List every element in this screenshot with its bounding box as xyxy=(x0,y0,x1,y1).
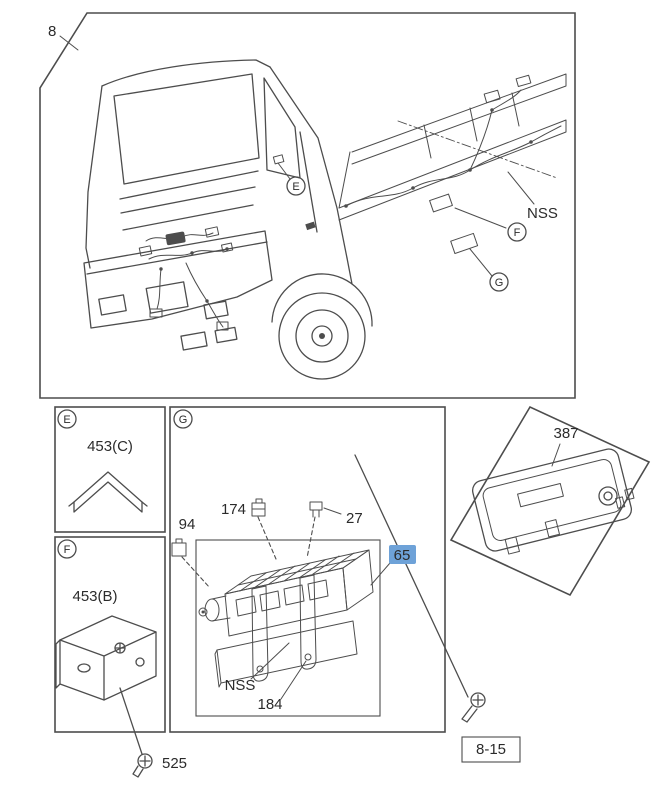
panel-borders xyxy=(39,12,651,733)
reference-8-15-label[interactable]: 8-15 xyxy=(476,741,506,758)
panel-f-callout: F xyxy=(64,544,71,556)
truck-callout-e: E xyxy=(292,181,299,193)
screw-525-icon xyxy=(132,753,153,778)
leader-lines-g xyxy=(250,562,391,700)
part-label-184[interactable]: 184 xyxy=(257,696,282,713)
relay-174-icon xyxy=(251,498,277,560)
clip-453c-illustration xyxy=(68,471,148,513)
part-label-65-highlighted[interactable]: 65 xyxy=(389,545,416,564)
part-label-65[interactable]: 65 xyxy=(394,547,411,564)
truck-illustration xyxy=(83,59,373,380)
part-label-525[interactable]: 525 xyxy=(162,755,187,772)
part-label-174[interactable]: 174 xyxy=(221,501,246,518)
nss-label-g: NSS xyxy=(225,677,256,694)
panel-e-callout: E xyxy=(63,414,70,426)
relay-94-icon xyxy=(171,538,211,589)
fuse-27-icon xyxy=(306,501,342,559)
reference-8-15-box[interactable] xyxy=(461,736,521,763)
chassis-harness-illustration xyxy=(138,73,567,331)
part-label-453b[interactable]: 453(B) xyxy=(72,588,117,605)
screw-8-15-icon xyxy=(461,692,486,723)
part-label-94[interactable]: 94 xyxy=(179,516,196,533)
reference-8-15[interactable]: 8-15 xyxy=(461,736,521,763)
part-label-387[interactable]: 387 xyxy=(553,425,578,442)
cover-387-illustration xyxy=(471,443,635,555)
truck-callout-g: G xyxy=(495,277,504,289)
callout-circles xyxy=(57,176,527,559)
part-label-453c[interactable]: 453(C) xyxy=(87,438,133,455)
truck-nss-label: NSS xyxy=(527,205,558,222)
panel-g-callout: G xyxy=(179,414,188,426)
fusebox-illustration xyxy=(198,454,469,698)
part-65-highlight[interactable] xyxy=(389,545,416,564)
truck-callout-f: F xyxy=(514,227,521,239)
part-label-27[interactable]: 27 xyxy=(346,510,363,527)
figure-ref-label: 8 xyxy=(48,23,56,40)
bracket-453b-illustration xyxy=(55,615,157,755)
